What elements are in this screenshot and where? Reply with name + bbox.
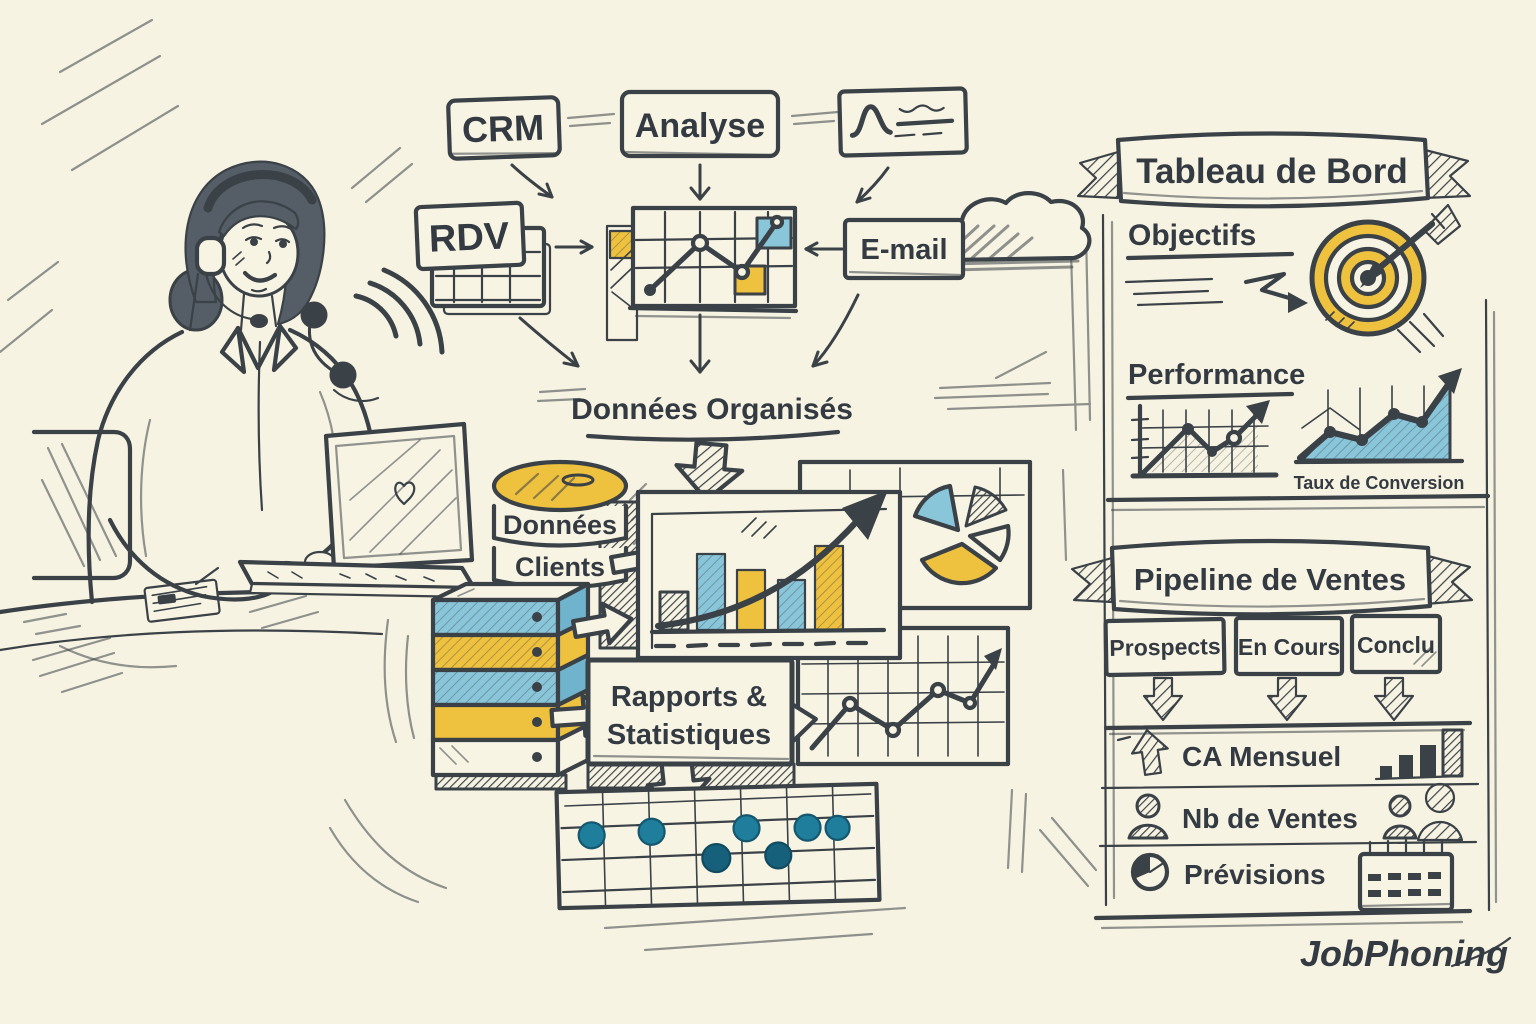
sound-waves-icon [332,267,445,403]
email-box [842,217,966,281]
sketch-accent-lines [0,18,1098,952]
calendar-icon [1357,838,1455,913]
mini-bars-icon [1374,728,1464,781]
pipeline-title-ribbon [1070,538,1474,617]
stage-prospects-label: Prospects [1109,633,1221,661]
database-label-line2: Clients [515,552,605,582]
logo-flourish [1450,936,1512,968]
archive-stack-icon [430,581,591,791]
metric-ca-label: CA Mensuel [1182,741,1341,772]
metric-previsions-label: Prévisions [1184,859,1326,890]
rdv-cards [413,200,552,316]
heart-icon [394,481,416,506]
headset-icon [188,170,317,332]
reports-label-line1: Rapports & [611,681,767,713]
target-icon [1309,203,1462,354]
performance-underline [1125,391,1295,401]
flow-arrows-mid [518,239,860,374]
stage-encours-label: En Cours [1238,634,1340,660]
data-collage [430,459,1033,911]
objectives-underlines [1124,251,1295,307]
analyse-box [619,89,781,159]
labels: CRM Analyse RDV E-mail Données Organisés… [428,107,1508,974]
flow-top [413,86,1092,502]
reports-label-line2: Statistiques [607,719,771,751]
area-chart-icon [1293,368,1465,465]
analyse-label: Analyse [635,107,765,145]
call-agent-illustration [0,160,563,669]
conversion-label: Taux de Conversion [1294,473,1465,493]
up-arrow-icon [1116,729,1169,776]
stage-boxes [1103,613,1443,722]
objectives-label: Objectifs [1128,219,1256,252]
dart-icon [1360,203,1462,288]
rdv-label: RDV [428,215,511,260]
block-arrow-down [674,440,745,502]
organized-data-label: Données Organisés [571,393,853,426]
metric-ventes-label: Nb de Ventes [1182,803,1358,834]
laptop-icon [237,421,477,599]
phone-handset-icon [300,301,357,389]
person-icon [1127,793,1169,840]
agent-head [168,160,326,332]
organized-underline [585,429,841,442]
pipeline-title: Pipeline de Ventes [1134,562,1406,597]
crm-box [446,95,562,161]
brand-logo: JobPhoning [1300,933,1508,974]
chart-sketch-icon [837,86,969,158]
reports-box [585,657,795,767]
dashboard-title-ribbon [1076,131,1472,209]
database-label-line1: Données [503,510,617,540]
email-label: E-mail [860,234,947,266]
mountain-chart-icon [1130,400,1279,479]
notepad [143,578,221,623]
people-icon [1382,782,1464,842]
cloud-shading [946,224,1080,272]
crm-label: CRM [461,107,544,151]
performance-label: Performance [1128,359,1305,391]
stage-conclu-label: Conclu [1357,632,1435,658]
database-icon [491,459,654,590]
pie-chart-icon [912,483,1011,586]
zigzag-arrow-icon [1243,271,1308,313]
bar-chart-panel [635,489,903,661]
dashboard-title: Tableau de Bord [1136,152,1408,191]
flow-arrows-top [510,163,890,204]
dot-grid-chart-icon [554,781,882,911]
organizing-chart-panel [605,205,799,342]
dashboard-panel [1070,131,1498,930]
pie-clock-icon [1130,852,1170,892]
chair [31,429,133,581]
